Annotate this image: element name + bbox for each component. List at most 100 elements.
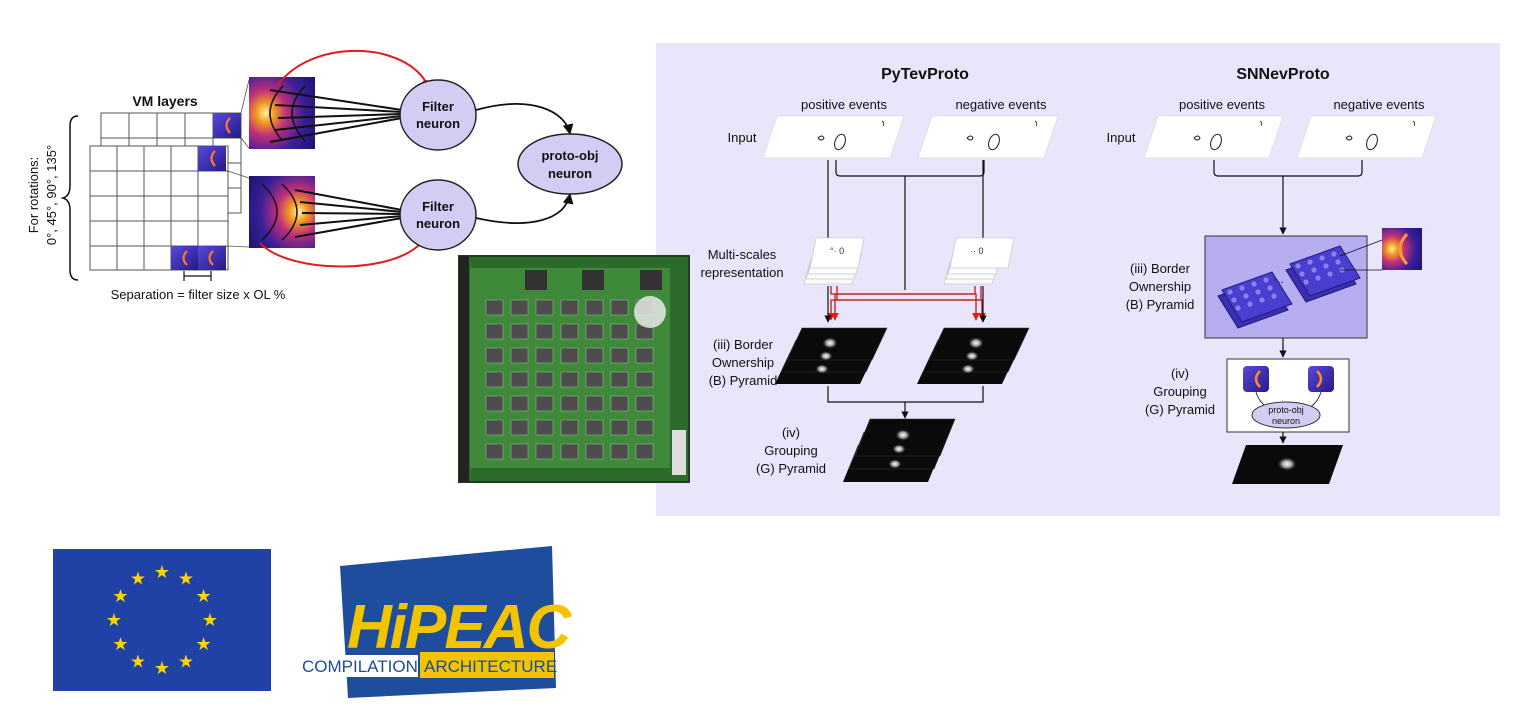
vm-mini-tile xyxy=(198,246,226,270)
board-chip xyxy=(560,347,579,364)
filter-image-top xyxy=(249,77,315,149)
board-chip xyxy=(610,419,629,436)
arrow-bottom-to-proto xyxy=(475,192,574,224)
board-chip xyxy=(535,419,554,436)
board-chip xyxy=(635,443,654,460)
filter-neuron-bottom: Filter neuron xyxy=(399,179,477,251)
neuron-bump xyxy=(1295,263,1301,269)
pytev-ms-right-glyph: ·· 0 xyxy=(970,246,984,256)
vm-mini-tile xyxy=(198,146,226,171)
eu-star-icon: ★ xyxy=(112,586,128,606)
board-chip xyxy=(560,443,579,460)
neuron-bump xyxy=(1259,297,1265,303)
rotations-label-line1: For rotations: xyxy=(26,157,41,234)
board-chip xyxy=(585,347,604,364)
neuron-bump xyxy=(1335,259,1341,265)
snnev-negative-events: negative events xyxy=(1333,97,1425,112)
board-chip xyxy=(635,371,654,388)
filter-converging-lines xyxy=(269,89,403,238)
eu-star-icon: ★ xyxy=(178,568,194,588)
neuron-bump xyxy=(1227,289,1233,295)
snnev-input-connector xyxy=(1213,160,1363,234)
eu-flag-logo: ★★★★★★★★★★★★ xyxy=(53,549,271,691)
pytev-multiscale-stack-left: °· 0 xyxy=(803,237,865,285)
pytev-input-negative xyxy=(917,115,1059,159)
neuron-bump xyxy=(1299,271,1305,277)
neuron-bump xyxy=(1255,289,1261,295)
filter-neuron-bottom-line2: neuron xyxy=(416,216,460,231)
pytev-border-line2: Ownership xyxy=(712,355,774,370)
neuron-bump xyxy=(1263,277,1269,283)
spinnaker-board-photo xyxy=(458,255,690,483)
board-chip xyxy=(585,323,604,340)
eu-star-icon: ★ xyxy=(154,562,170,582)
pytev-red-connectors xyxy=(827,286,986,321)
pytev-title: PyTevProto xyxy=(881,66,969,83)
snnev-neuron-bumps xyxy=(1227,251,1345,311)
board-chip xyxy=(510,347,529,364)
board-chip xyxy=(610,323,629,340)
neuron-bump xyxy=(1319,255,1325,261)
proto-obj-line2: neuron xyxy=(548,166,592,181)
neuron-bump xyxy=(1231,297,1237,303)
vm-layers-label: VM layers xyxy=(132,93,198,109)
pytev-border-line3: (B) Pyramid xyxy=(709,373,778,388)
filter-image-bottom xyxy=(249,176,315,248)
pytevproto-pipeline: PyTevProto positive events negative even… xyxy=(700,66,1059,482)
board-chip xyxy=(585,371,604,388)
snnev-border-line2: Ownership xyxy=(1129,279,1191,294)
eu-star-icon: ★ xyxy=(178,652,194,672)
eu-stars: ★★★★★★★★★★★★ xyxy=(106,562,218,678)
board-chip xyxy=(485,347,504,364)
separation-bracket xyxy=(183,271,212,281)
snnev-input-label: Input xyxy=(1107,130,1136,145)
board-chip-grid xyxy=(485,299,654,460)
eu-star-icon: ★ xyxy=(112,634,128,654)
board-chip xyxy=(485,419,504,436)
snnev-title: SNNevProto xyxy=(1236,66,1330,83)
rotations-brace xyxy=(60,115,79,281)
snnev-border-line3: (B) Pyramid xyxy=(1126,297,1195,312)
eu-star-icon: ★ xyxy=(130,568,146,588)
pytev-input-connectors xyxy=(827,160,985,290)
snnev-output-map xyxy=(1232,445,1343,484)
board-chip xyxy=(485,443,504,460)
filter-neuron-bottom-line1: Filter xyxy=(422,199,454,214)
neuron-bump xyxy=(1267,285,1273,291)
vm-layers-diagram: VM layers xyxy=(26,49,623,302)
pytev-multiscale-stack-right: ·· 0 xyxy=(943,237,1015,285)
proto-obj-line1: proto-obj xyxy=(541,148,598,163)
neuron-bump xyxy=(1311,267,1317,273)
neuron-bump xyxy=(1307,259,1313,265)
board-chip xyxy=(510,395,529,412)
board-chip xyxy=(485,299,504,316)
snnev-border-box: ·.. xyxy=(1204,235,1383,339)
snnev-positive-events: positive events xyxy=(1179,97,1265,112)
snnev-input-negative xyxy=(1296,115,1437,159)
pytev-positive-events: positive events xyxy=(801,97,887,112)
neuron-bump xyxy=(1331,251,1337,257)
vm-mini-tile xyxy=(171,246,198,270)
arrow-top-to-proto xyxy=(475,103,574,136)
pytev-border-stack-right xyxy=(917,327,1030,384)
snnev-grouping-line2: Grouping xyxy=(1153,384,1206,399)
board-chip xyxy=(560,323,579,340)
grid-to-filter-connectors xyxy=(227,79,250,248)
pytev-ms-left-glyph: °· 0 xyxy=(830,246,844,256)
neuron-bump xyxy=(1303,279,1309,285)
pytev-black-connectors xyxy=(824,286,987,323)
board-chip xyxy=(585,419,604,436)
pytev-border-line1: (iii) Border xyxy=(713,337,774,352)
pytev-grouping-stack xyxy=(843,418,956,482)
board-chip xyxy=(510,299,529,316)
snnev-border-ellipsis: ·.. xyxy=(1273,272,1284,286)
pytev-multiscale-line2: representation xyxy=(700,265,783,280)
neuron-bump xyxy=(1323,263,1329,269)
filter-neuron-top-line1: Filter xyxy=(422,99,454,114)
pytev-merge-connector xyxy=(827,386,984,418)
board-chip xyxy=(510,323,529,340)
board-chip xyxy=(585,395,604,412)
snnev-proto-obj-line1: proto-obj xyxy=(1268,405,1304,415)
board-chip xyxy=(560,419,579,436)
board-chip xyxy=(535,371,554,388)
